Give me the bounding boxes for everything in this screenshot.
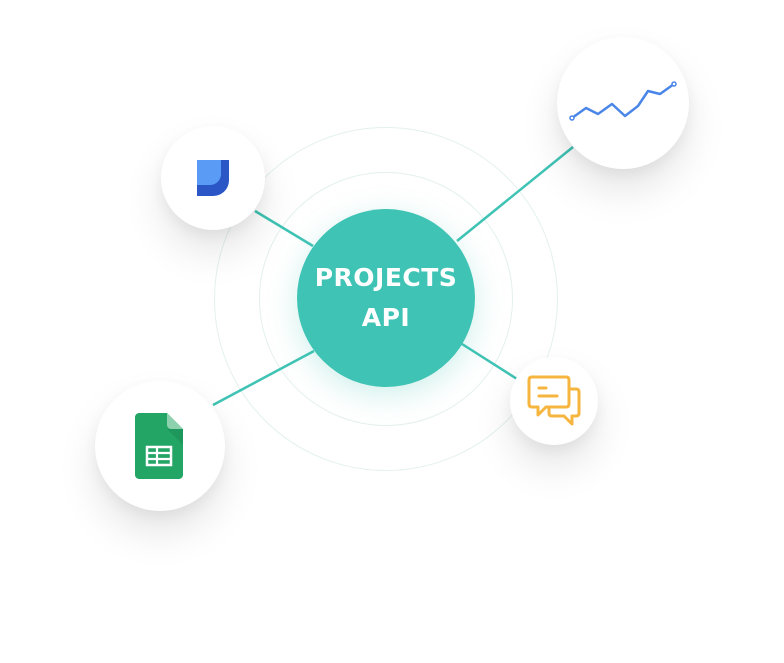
connector-docs: [254, 209, 314, 248]
line-chart-icon: [568, 78, 678, 128]
blue-document-app-icon: [191, 156, 235, 200]
docs-node: [161, 126, 265, 230]
inner-ring: [259, 172, 513, 426]
outer-ring: [214, 127, 558, 471]
connector-sheets: [212, 349, 315, 407]
chat-node: [510, 357, 598, 445]
connector-chart: [456, 146, 574, 242]
hub-title-line2: API: [361, 303, 411, 332]
hub-title-line1: PROJECTS: [314, 263, 458, 292]
projects-api-hub: PROJECTS API: [297, 209, 475, 387]
sheets-node: [95, 381, 225, 511]
chat-bubbles-icon: [526, 373, 582, 429]
chart-node: [557, 37, 689, 169]
spreadsheet-icon: [135, 413, 185, 479]
connector-chat: [461, 342, 518, 381]
